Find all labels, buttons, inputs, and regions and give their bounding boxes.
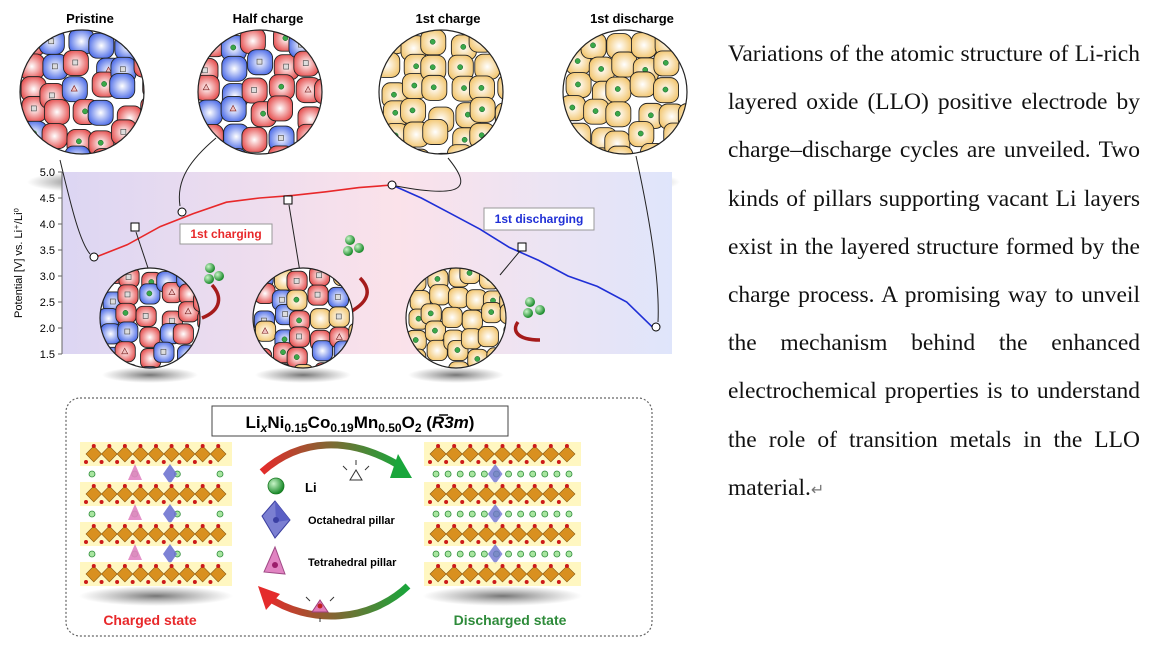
grain-circle-1st-discharge [562, 29, 688, 155]
y-ticks: 1.5 2.0 2.5 3.0 3.5 4.0 4.5 5.0 [40, 167, 62, 361]
y-tick-label: 3.5 [40, 245, 55, 257]
discharge-arc [264, 583, 411, 620]
connectors [59, 137, 659, 323]
y-tick-label: 4.5 [40, 193, 55, 205]
y-tick-label: 1.5 [40, 349, 55, 361]
view-symbol-top [342, 460, 370, 481]
figure: Pristine Half charge 1st charge 1st disc… [13, 11, 688, 637]
marker-charge-1 [130, 222, 140, 232]
grain-circle-1st-charge [378, 29, 504, 155]
octahedral-pillar-icon [261, 500, 291, 539]
legend-tetrahedral: Tetrahedral pillar [308, 557, 397, 569]
tetrahedral-pillar-icon [263, 545, 286, 575]
discharging-curve [391, 184, 657, 332]
y-tick-label: 2.5 [40, 297, 55, 309]
li-extraction-marks [201, 235, 545, 342]
discharged-state-label: Discharged state [454, 612, 567, 628]
grain-circle-half-charge [197, 29, 323, 155]
marker-pristine [89, 252, 99, 262]
legend-li: Li [305, 480, 317, 495]
grain-circle-lower-2 [252, 267, 354, 369]
formula: LixNi0.15Co0.19Mn0.50O2 (R3m) [246, 413, 475, 435]
marker-1st-discharge [651, 322, 661, 332]
discharged-crystal [422, 442, 583, 606]
marker-half-charge [177, 207, 187, 217]
li-legend-icon [267, 477, 285, 495]
marker-1st-charge [387, 180, 397, 190]
charging-curve [93, 184, 393, 259]
discharge-arc-head [258, 586, 280, 610]
y-tick-label: 2.0 [40, 323, 55, 335]
charged-crystal [79, 442, 233, 606]
state-title-1st-discharge: 1st discharge [590, 11, 674, 26]
charged-state-label: Charged state [103, 612, 197, 628]
return-mark: ↵ [810, 479, 825, 499]
lower-shadows [102, 367, 504, 383]
marker-discharge-1 [517, 242, 527, 252]
y-axis-label: Potential [V] vs. Li⁺/Li⁰ [13, 207, 25, 317]
view-symbol-bottom [305, 596, 335, 622]
caption-text: Variations of the atomic structure of Li… [728, 41, 1140, 501]
discharging-label: 1st discharging [495, 212, 584, 226]
y-tick-label: 3.0 [40, 271, 55, 283]
state-title-half-charge: Half charge [233, 11, 304, 26]
charge-arc-head [390, 454, 412, 478]
y-tick-label: 4.0 [40, 219, 55, 231]
marker-charge-2 [283, 195, 293, 205]
y-tick-label: 5.0 [40, 167, 55, 179]
caption: Variations of the atomic structure of Li… [728, 30, 1140, 514]
grain-circle-pristine [19, 29, 145, 155]
legend-octahedral: Octahedral pillar [308, 515, 396, 527]
charge-arc [259, 441, 402, 475]
state-title-pristine: Pristine [66, 11, 114, 26]
charging-label: 1st charging [190, 227, 261, 241]
state-title-1st-charge: 1st charge [415, 11, 480, 26]
